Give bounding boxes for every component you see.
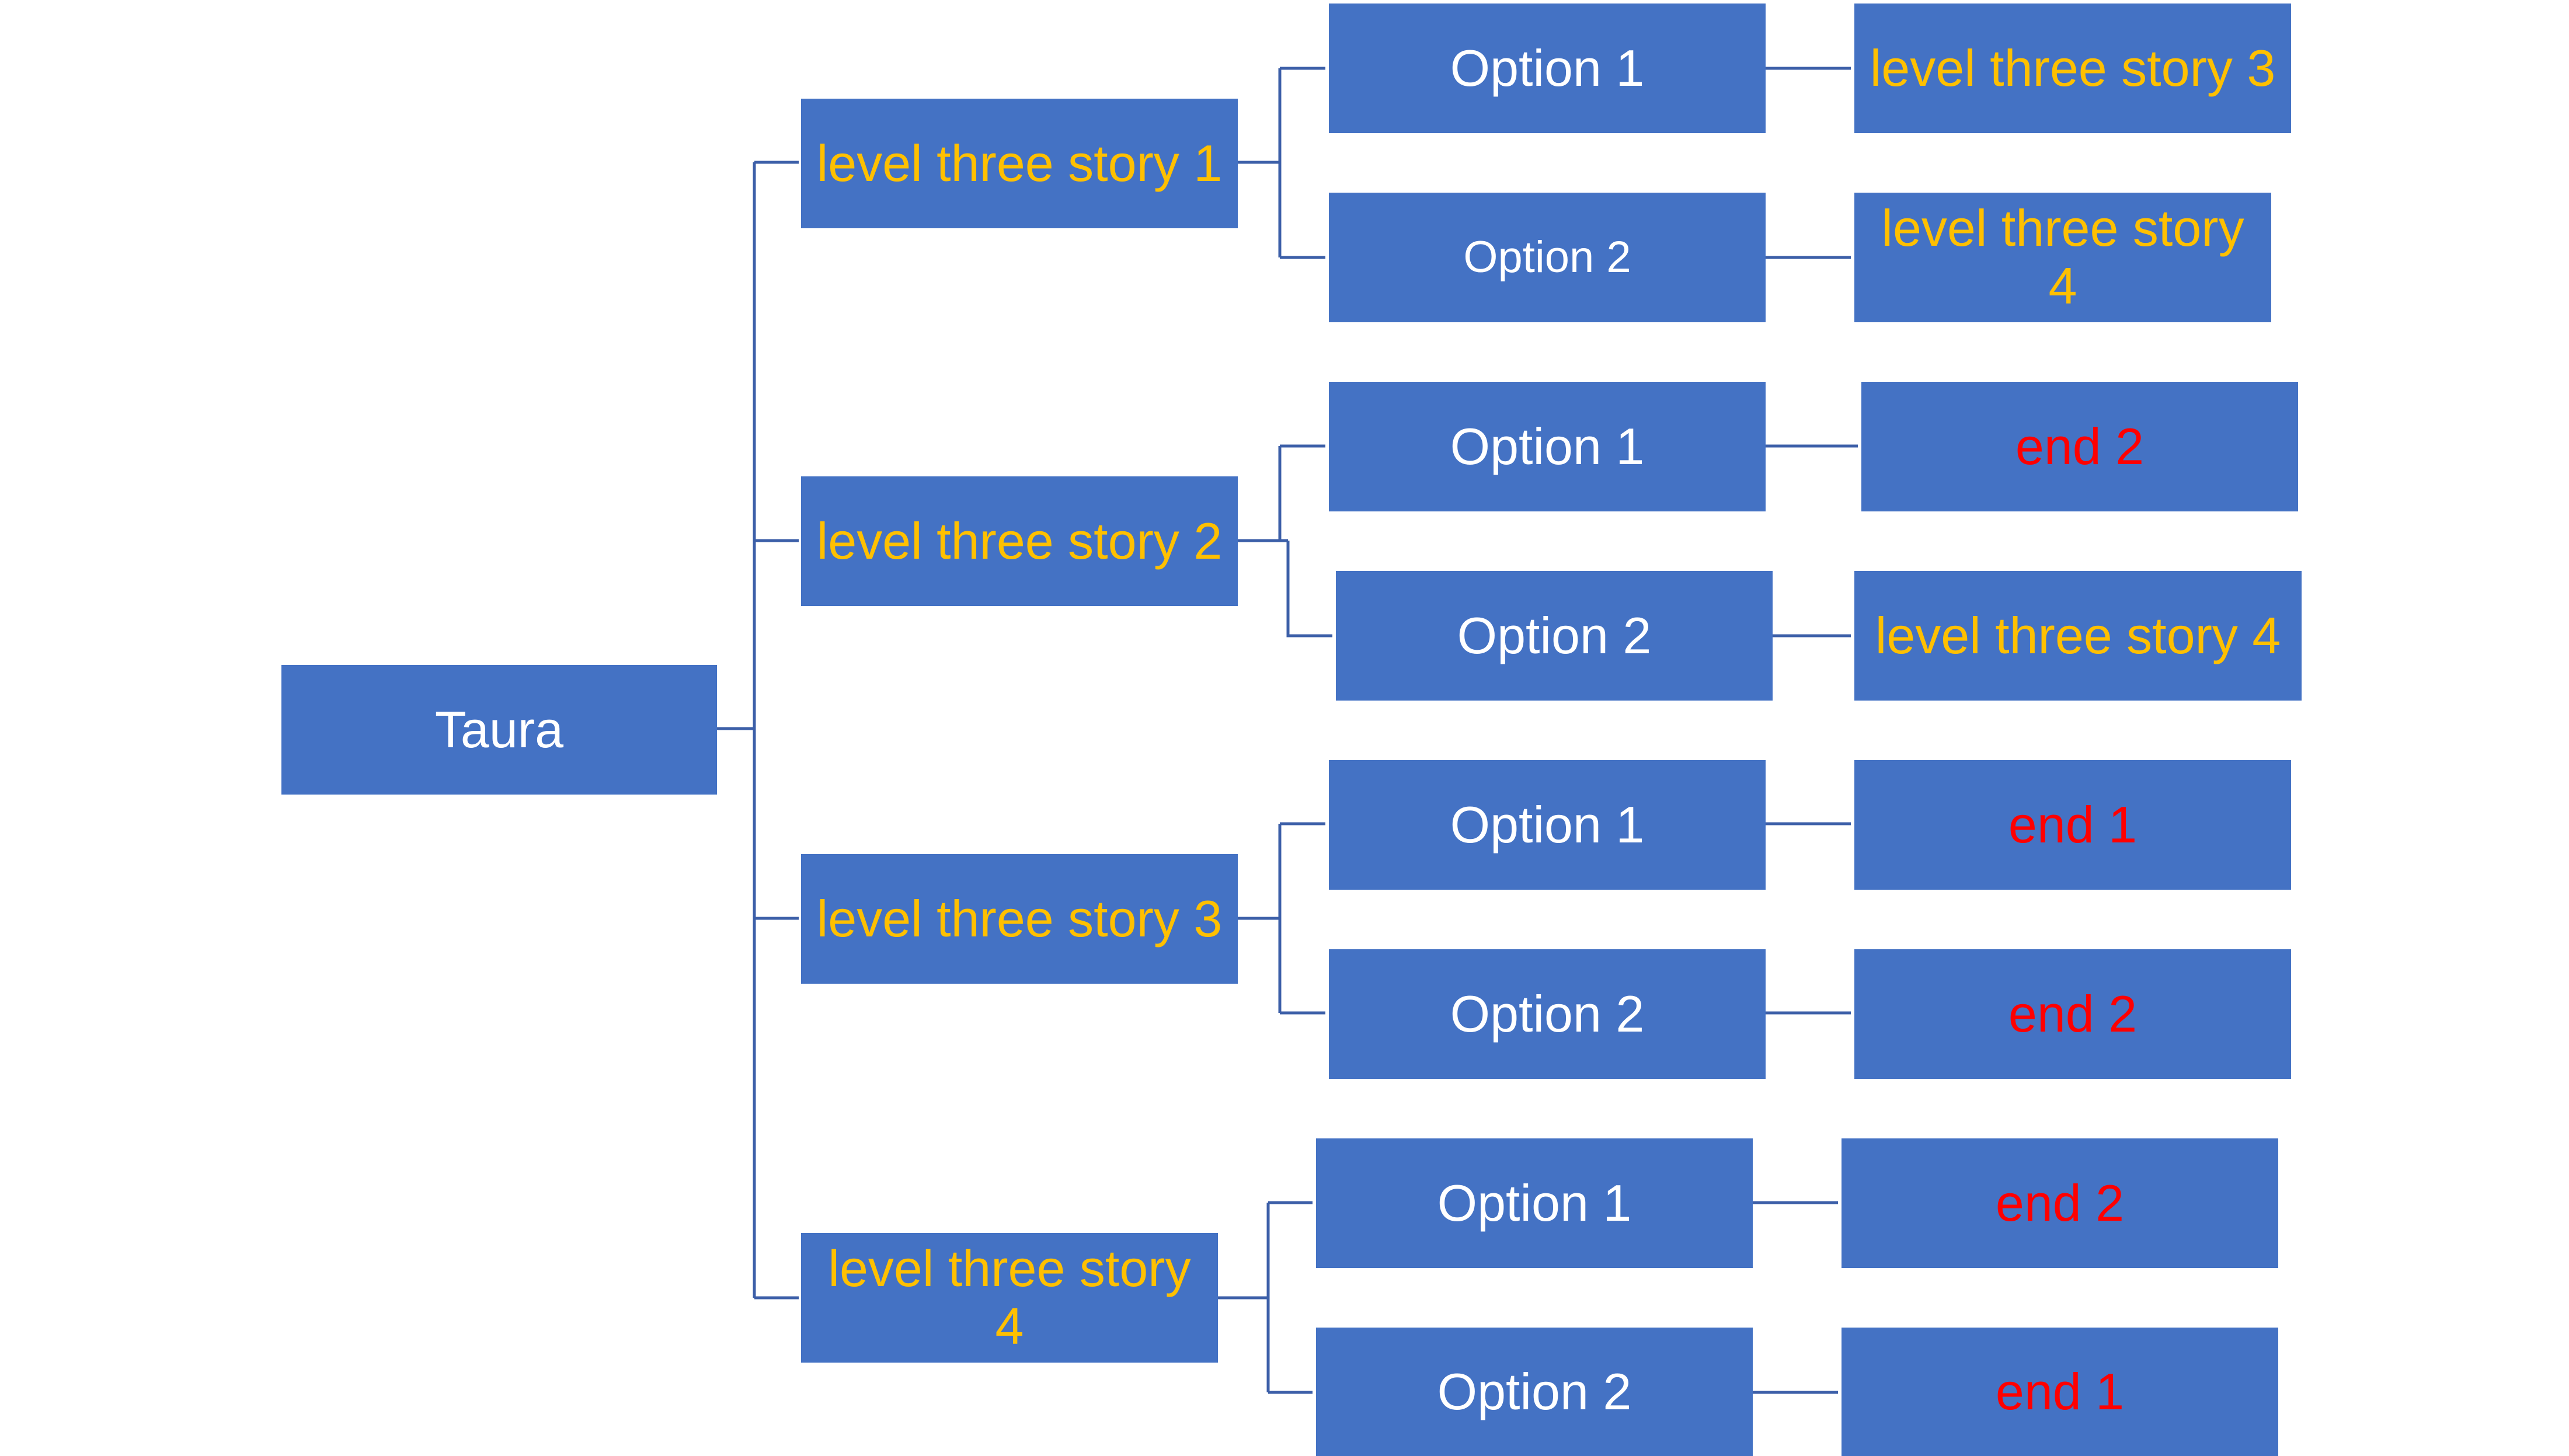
connector-branch-4 — [1216, 1201, 1838, 1394]
outcome-node-4-1: end 2 — [1842, 1138, 2278, 1268]
outcome-node-2-1-label: end 2 — [2015, 417, 2145, 475]
outcome-node-3-1-label: end 1 — [2008, 795, 2138, 854]
outcome-node-4-2-label: end 1 — [1995, 1362, 2125, 1420]
outcome-node-3-1: end 1 — [1854, 760, 2291, 890]
outcome-node-2-2-label: level three story 4 — [1875, 606, 2281, 664]
story-node-1: level three story 1 — [801, 99, 1238, 228]
option-node-4-2-label: Option 2 — [1437, 1362, 1632, 1420]
story-node-3: level three story 3 — [801, 854, 1238, 984]
option-node-1-2: Option 2 — [1329, 193, 1766, 322]
outcome-node-3-2: end 2 — [1854, 949, 2291, 1079]
option-node-2-2-label: Option 2 — [1457, 606, 1652, 664]
option-node-3-2-label: Option 2 — [1450, 984, 1645, 1043]
outcome-node-4-2: end 1 — [1842, 1328, 2278, 1456]
option-node-3-2: Option 2 — [1329, 949, 1766, 1079]
outcome-node-2-2: level three story 4 — [1854, 571, 2302, 701]
outcome-node-3-2-label: end 2 — [2008, 984, 2138, 1043]
option-node-2-2: Option 2 — [1336, 571, 1773, 701]
option-node-3-1-label: Option 1 — [1450, 795, 1645, 854]
outcome-node-4-1-label: end 2 — [1995, 1173, 2125, 1232]
outcome-node-1-2-label: level three story 4 — [1881, 199, 2244, 315]
story-node-4: level three story 4 — [801, 1233, 1218, 1363]
root-node-label: Taura — [434, 700, 564, 758]
option-node-1-1-label: Option 1 — [1450, 39, 1645, 97]
option-node-1-1: Option 1 — [1329, 4, 1766, 133]
root-node: Taura — [281, 665, 717, 795]
option-node-2-1-label: Option 1 — [1450, 417, 1645, 475]
story-node-3-label: level three story 3 — [816, 889, 1223, 948]
option-node-1-2-label: Option 2 — [1463, 232, 1631, 283]
option-node-4-1-label: Option 1 — [1437, 1173, 1632, 1232]
connector-root-spine — [717, 161, 799, 1300]
outcome-node-1-1: level three story 3 — [1854, 4, 2291, 133]
story-node-1-label: level three story 1 — [816, 134, 1223, 192]
option-node-3-1: Option 1 — [1329, 760, 1766, 890]
story-node-2-label: level three story 2 — [816, 511, 1223, 570]
option-node-2-1: Option 1 — [1329, 382, 1766, 511]
story-node-2: level three story 2 — [801, 476, 1238, 606]
outcome-node-1-1-label: level three story 3 — [1870, 39, 2276, 97]
connector-branch-3 — [1235, 822, 1851, 1015]
outcome-node-2-1: end 2 — [1861, 382, 2298, 511]
outcome-node-1-2: level three story 4 — [1854, 193, 2271, 322]
option-node-4-2: Option 2 — [1316, 1328, 1753, 1456]
connector-branch-1 — [1235, 67, 1851, 259]
story-node-4-label: level three story 4 — [828, 1239, 1191, 1355]
option-node-4-1: Option 1 — [1316, 1138, 1753, 1268]
connector-branch-2 — [1235, 444, 1858, 638]
